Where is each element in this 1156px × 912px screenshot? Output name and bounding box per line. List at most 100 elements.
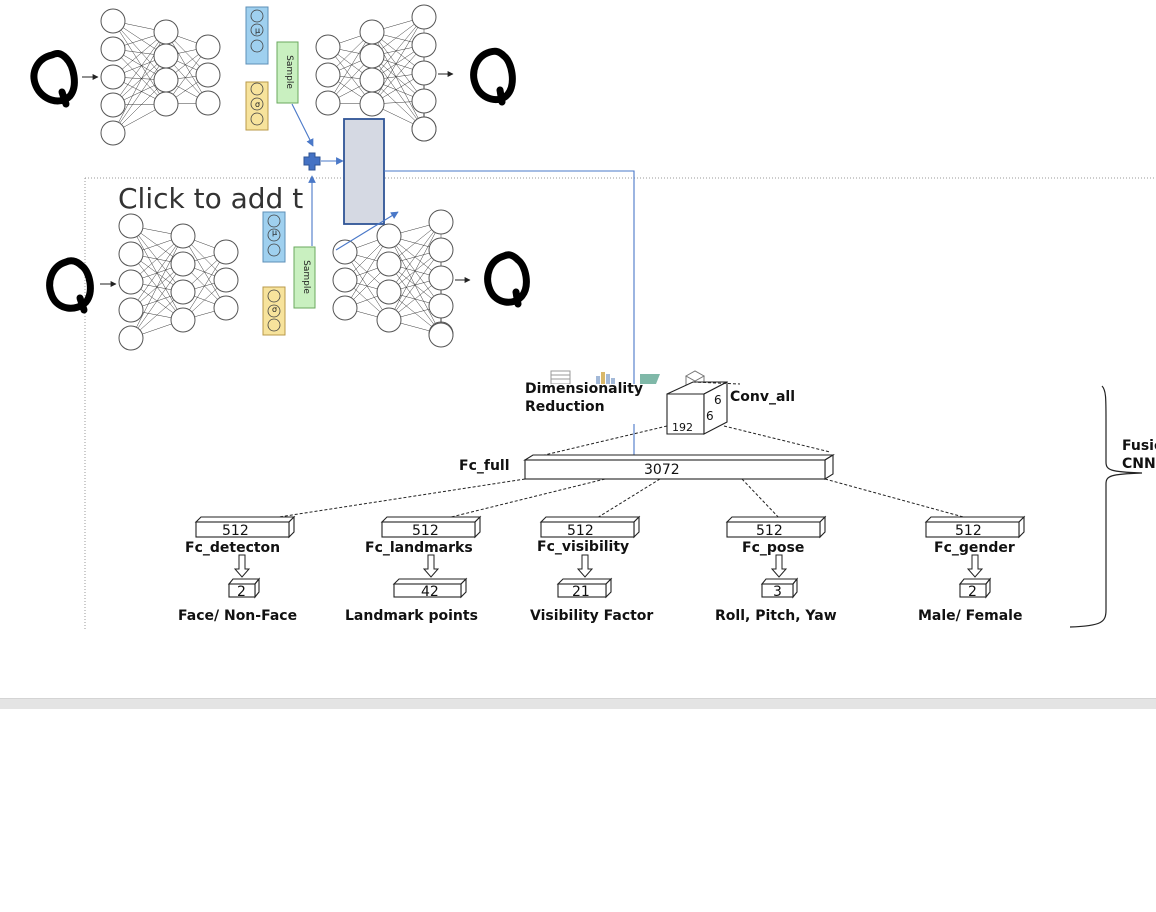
smartart-icon[interactable] [640, 374, 660, 384]
reduction-label: Reduction [525, 399, 605, 415]
network-connection [112, 20, 167, 105]
network-connection [388, 249, 442, 321]
latent-node [267, 228, 281, 242]
head-1-out: 2 [237, 584, 246, 600]
conv-all-depth: 192 [672, 421, 693, 434]
network-connection [130, 263, 184, 339]
neuron-node [100, 64, 126, 90]
neuron-node [100, 8, 126, 34]
neuron-node [213, 239, 239, 265]
network-connection [388, 221, 442, 293]
neuron-node [376, 307, 402, 333]
head-4-desc: Roll, Pitch, Yaw [715, 608, 837, 624]
head-gender: 512 Fc_gender 2 Male/ Female [918, 515, 1026, 624]
head-3-down-arrow [576, 554, 594, 578]
neuron-node [118, 241, 144, 267]
sample-box-bottom [293, 246, 316, 309]
head-1-desc: Face/ Non-Face [178, 608, 297, 624]
neuron-node [315, 62, 341, 88]
neuron-node [153, 91, 179, 117]
neuron-node [332, 295, 358, 321]
head-5-size: 512 [955, 523, 982, 539]
network-connection [388, 221, 442, 321]
latent-node [267, 318, 281, 332]
head-5-down-arrow [966, 554, 984, 578]
digit-zero-output-top [470, 47, 516, 106]
head-3-name: Fc_visibility [537, 539, 629, 555]
head-5-out: 2 [968, 584, 977, 600]
neuron-node [411, 116, 437, 142]
network-connection [182, 251, 227, 321]
mu-box-bottom [262, 211, 286, 263]
fc-full-value: 3072 [644, 462, 680, 478]
network-connection [165, 31, 209, 104]
head-3-size: 512 [567, 523, 594, 539]
sigma-symbol: σ [255, 100, 260, 109]
latent-node [267, 243, 281, 257]
neuron-node [100, 92, 126, 118]
conv-to-fc-left [535, 425, 668, 458]
head-detection: 512 Fc_detecton 2 Face/ Non-Face [178, 515, 297, 624]
neuron-node [153, 43, 179, 69]
conv-to-fc-right [723, 425, 831, 453]
neuron-node [359, 67, 385, 93]
latent-node [250, 39, 264, 53]
neuron-node [428, 237, 454, 263]
neuron-node [170, 307, 196, 333]
mu-symbol: μ [255, 26, 260, 35]
neuron-node [100, 36, 126, 62]
head-3-out: 21 [572, 584, 590, 600]
head-5-name: Fc_gender [934, 540, 1015, 556]
neuron-node [195, 62, 221, 88]
neuron-node [315, 90, 341, 116]
neuron-node [170, 251, 196, 277]
digit-zero-output-bottom [484, 251, 530, 308]
network-connection [371, 55, 425, 130]
latent-node [250, 9, 264, 23]
neuron-node [170, 223, 196, 249]
neuron-node [376, 223, 402, 249]
head-3-desc: Visibility Factor [530, 608, 653, 624]
neuron-node [315, 34, 341, 60]
fusion-brace [1069, 385, 1143, 628]
neuron-node [411, 32, 437, 58]
neuron-node [153, 19, 179, 45]
neuron-node [170, 279, 196, 305]
mu-box [245, 6, 269, 65]
sigma-symbol-bottom: σ [272, 305, 277, 314]
neuron-node [428, 322, 454, 348]
fc-full-box [523, 454, 835, 480]
head-1-name: Fc_detecton [185, 540, 280, 556]
latent-node [250, 112, 264, 126]
fc-to-head-4 [741, 478, 783, 522]
latent-node [250, 23, 264, 37]
conv-all-dim1: 6 [714, 393, 722, 407]
neuron-node [428, 265, 454, 291]
neuron-node [428, 293, 454, 319]
chart-icon[interactable] [596, 372, 615, 385]
table-icon[interactable] [550, 370, 571, 385]
head-5-desc: Male/ Female [918, 608, 1022, 624]
neuron-node [118, 269, 144, 295]
digit-zero-input-top [30, 49, 78, 108]
sigma-box [245, 81, 269, 131]
head-2-name: Fc_landmarks [365, 540, 473, 556]
fc-to-head-2 [434, 478, 606, 522]
network-connection [371, 44, 425, 105]
fc-to-head-3 [591, 478, 661, 522]
neuron-node [153, 67, 179, 93]
conv-all-cube [666, 381, 741, 435]
network-connection [130, 235, 184, 311]
head-4-out: 3 [773, 584, 782, 600]
neuron-node [359, 43, 385, 69]
neuron-node [195, 34, 221, 60]
fc-to-head-5 [824, 478, 979, 522]
placeholder-text[interactable]: Click to add t [118, 182, 303, 215]
latent-node [267, 214, 281, 228]
neuron-node [213, 295, 239, 321]
network-connection [371, 16, 425, 81]
vae-top-neurons [100, 4, 437, 146]
neuron-node [411, 60, 437, 86]
network-connection [371, 16, 425, 105]
